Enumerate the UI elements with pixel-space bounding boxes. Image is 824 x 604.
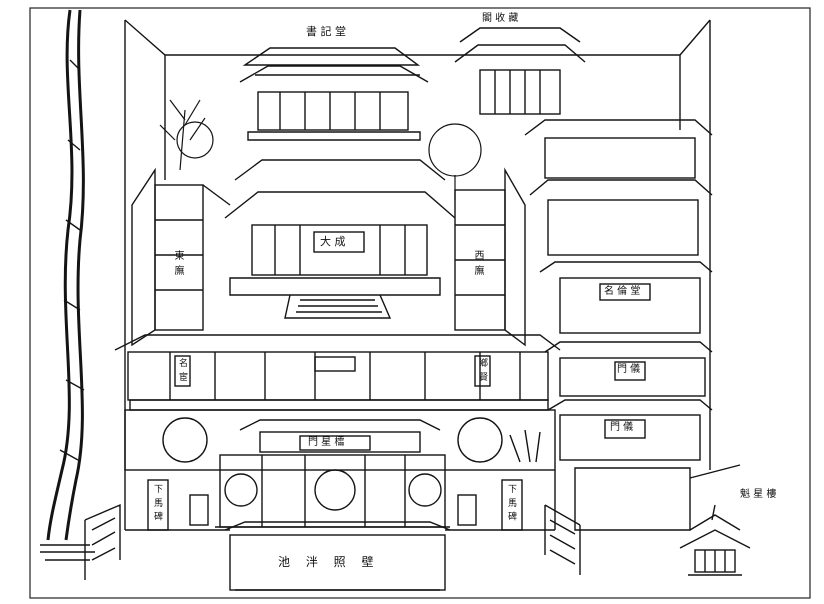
central-main-hall	[224, 159, 456, 319]
left-corridor-plaque: 名 宦	[177, 358, 187, 382]
picture-frame	[29, 7, 811, 599]
top-hall-label: 書 記 堂	[306, 25, 346, 38]
right-side-gallery	[454, 167, 526, 347]
right-stele-group	[457, 479, 581, 575]
ground-base	[40, 470, 556, 561]
right-mid-plaque: 名 倫 堂	[604, 286, 641, 297]
main-gate-plaque: 門 星 櫺	[308, 437, 345, 448]
tall-tree-left	[46, 9, 85, 541]
trees-top	[159, 99, 482, 200]
top-right-pavilion	[454, 27, 586, 115]
left-gate-tablet: 下 馬 碑	[152, 484, 162, 522]
left-side-gallery	[131, 167, 231, 347]
right-lower-plaque: 門 儀	[610, 422, 634, 433]
front-wall-label: 池 泮 照 壁	[278, 555, 380, 569]
left-gallery-label: 東 廡	[172, 250, 183, 277]
top-right-pavilion-label: 閣 收 藏	[482, 13, 519, 24]
right-gate-plaque: 門 儀	[617, 364, 641, 375]
right-gate-tablet: 下 馬 碑	[506, 484, 516, 522]
right-corridor-plaque: 鄉 賢	[477, 358, 487, 382]
corner-pagoda	[679, 504, 751, 576]
central-hall-plaque: 大 成	[320, 235, 346, 248]
front-screen-wall	[224, 521, 451, 591]
right-lower-platform	[574, 464, 741, 531]
top-hall	[239, 47, 429, 141]
rear-enclosure	[124, 19, 711, 470]
right-gallery-label: 西 廡	[472, 250, 483, 277]
right-building-stack	[524, 119, 713, 461]
corner-tower-label: 魁 星 樓	[740, 489, 777, 500]
main-gate	[215, 419, 450, 528]
left-stele-group	[84, 479, 209, 580]
